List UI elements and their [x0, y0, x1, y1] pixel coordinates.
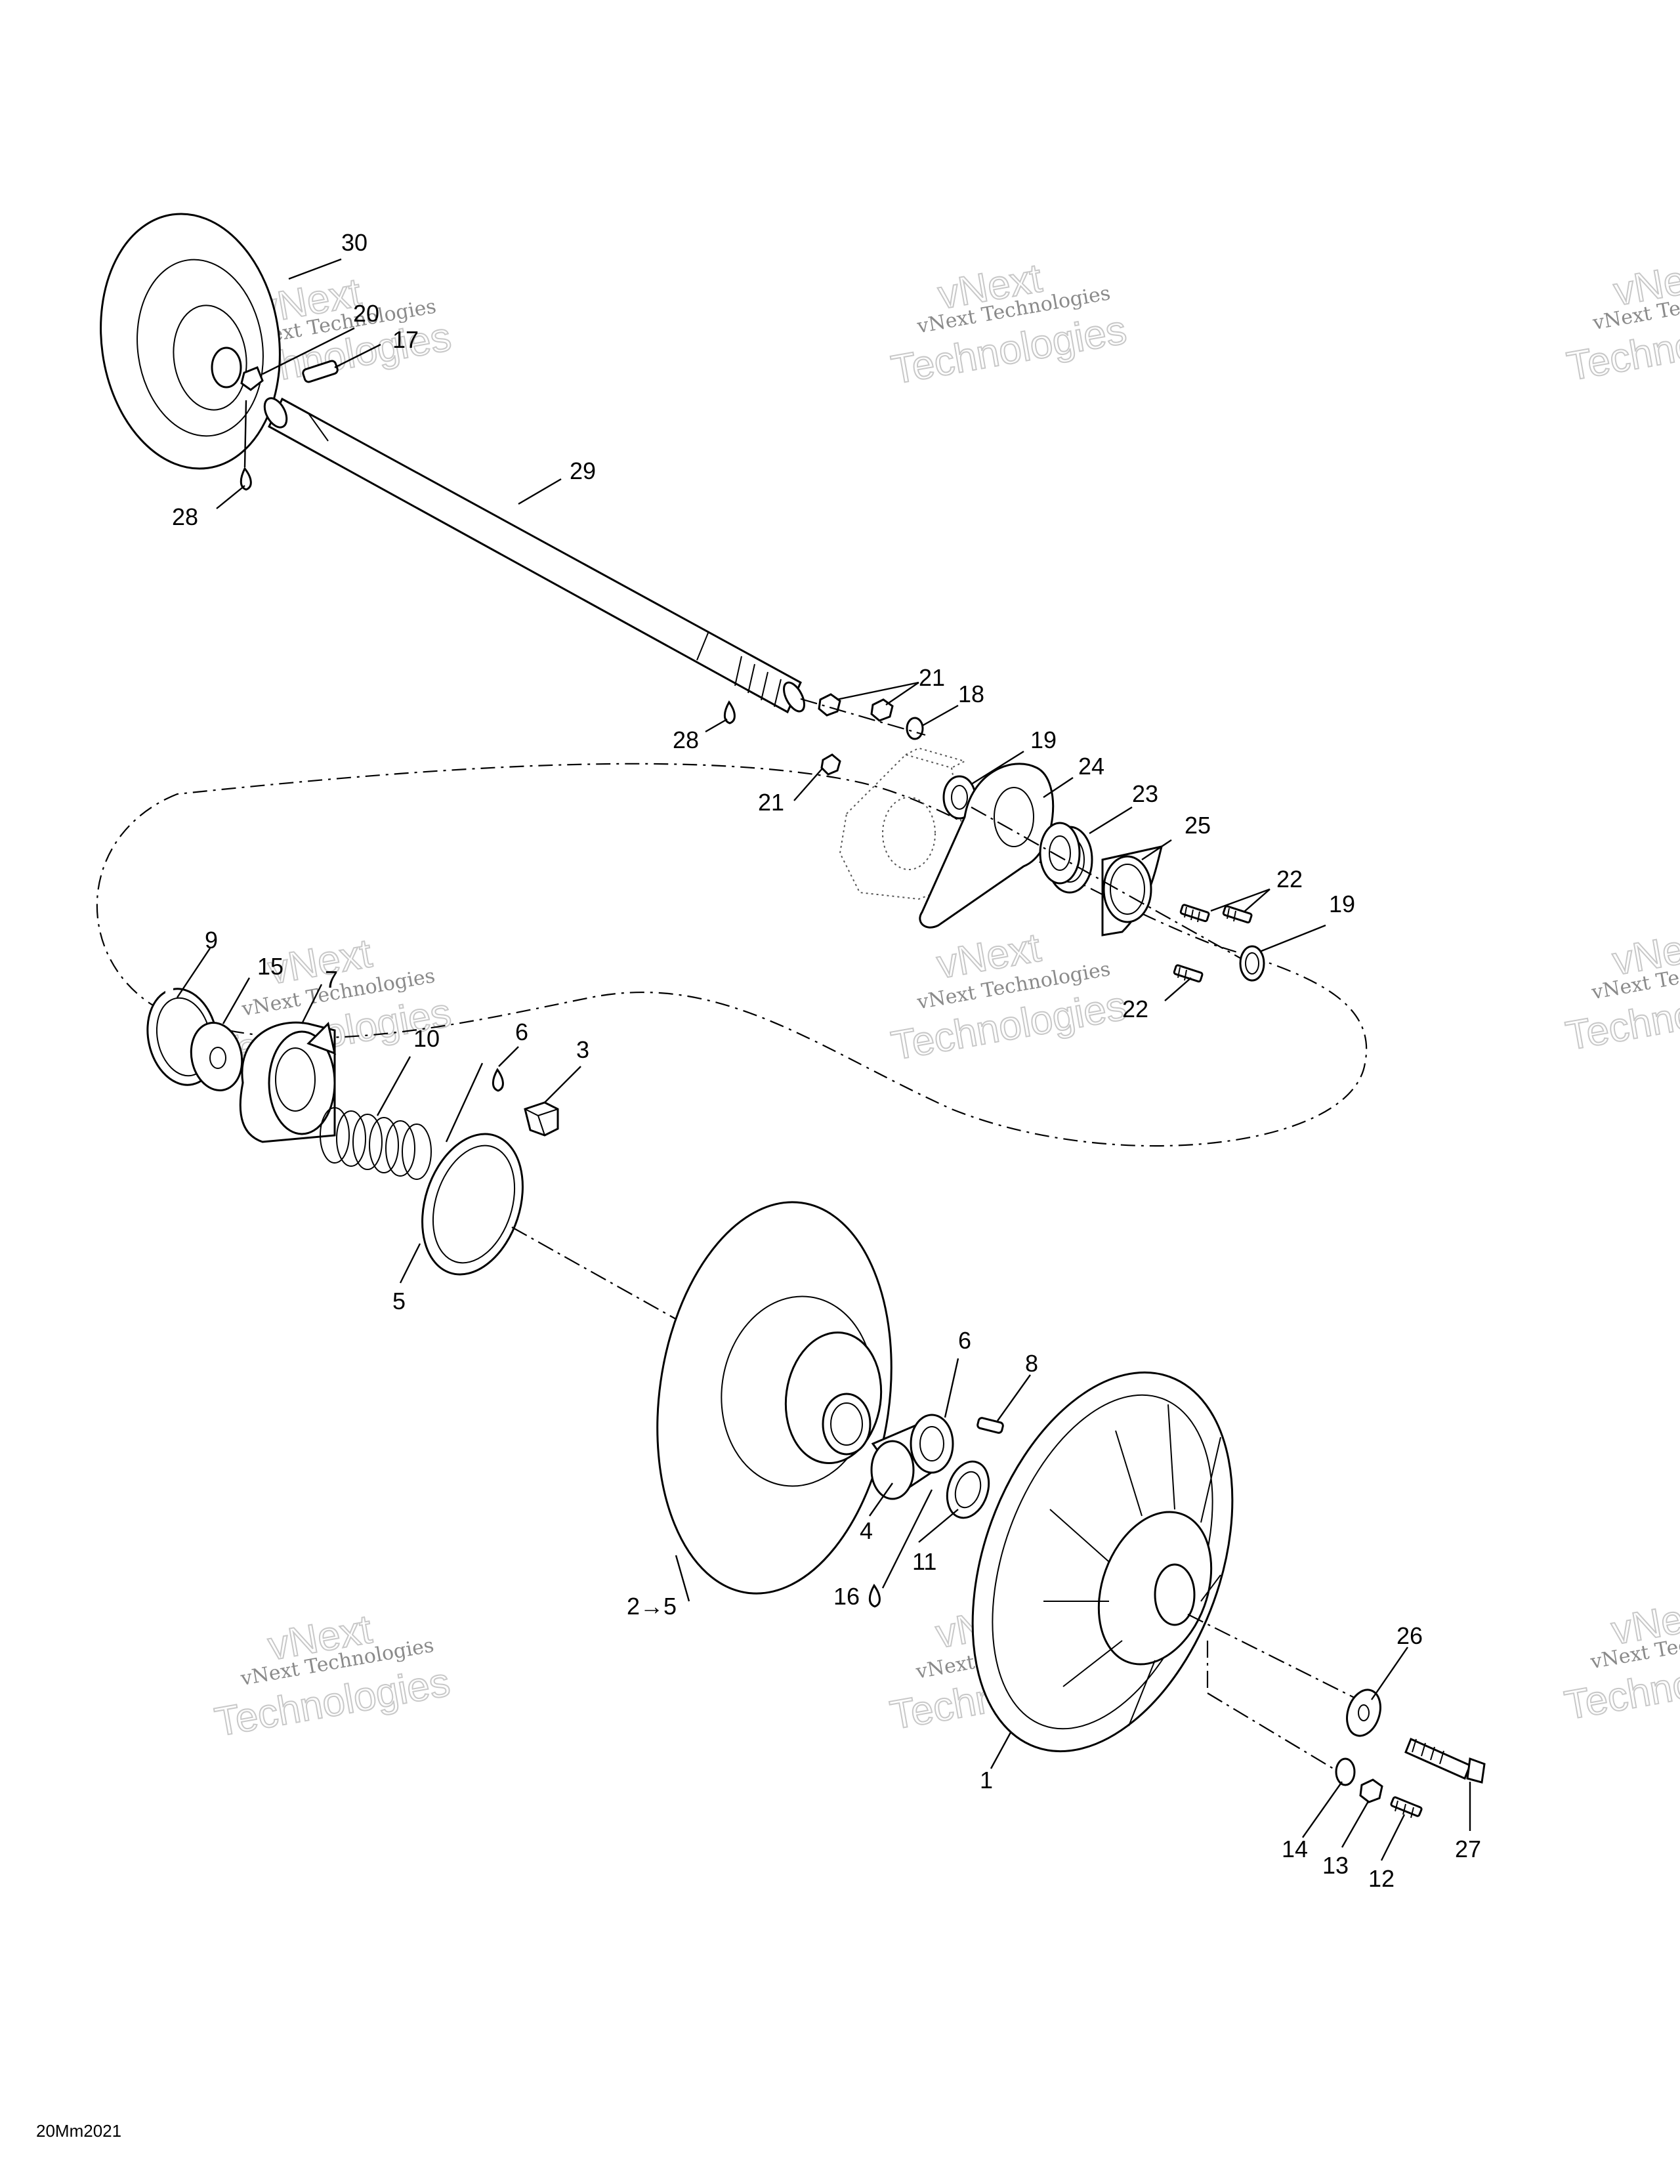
drive-belt-outline [96, 763, 1368, 1147]
callout-19-lower: 19 [1329, 891, 1355, 917]
callout-29: 29 [570, 457, 596, 484]
callout-21-lower: 21 [758, 789, 784, 816]
callout-labels: 30 20 17 29 28 21 18 28 21 19 24 23 25 2… [172, 229, 1481, 1892]
callout-24: 24 [1078, 753, 1104, 780]
washer-part-15 [190, 1022, 243, 1091]
spider-part-1 [971, 1371, 1234, 1753]
callout-30: 30 [341, 229, 368, 256]
callout-14: 14 [1282, 1836, 1308, 1862]
callout-28-lower: 28 [673, 726, 699, 753]
callout-8: 8 [1025, 1350, 1038, 1377]
bearing-flange-part-25 [1101, 845, 1164, 936]
callout-25: 25 [1185, 812, 1211, 839]
centerline-upper-a [800, 698, 926, 736]
bolt-part-22-b [1222, 905, 1253, 924]
callout-11: 11 [912, 1548, 936, 1575]
washer-part-11 [946, 1460, 990, 1519]
grease-part-6-upper [492, 1068, 504, 1092]
callout-5: 5 [392, 1288, 406, 1314]
callout-3: 3 [576, 1036, 589, 1063]
callout-2-to-5: 2→5 [627, 1593, 677, 1620]
callout-19-upper: 19 [1030, 726, 1057, 753]
callout-4: 4 [860, 1517, 873, 1544]
centerline-upper-b [971, 807, 1241, 959]
bolt-part-22-a [1179, 904, 1210, 923]
callout-13: 13 [1322, 1852, 1349, 1879]
screw-part-12 [1390, 1796, 1423, 1818]
pin-part-8 [976, 1417, 1004, 1434]
fixed-sheave-part-30 [100, 213, 281, 470]
callout-17: 17 [392, 326, 419, 353]
bolt-part-22-c [1173, 964, 1204, 983]
watermark: vNext vNext Technologies Technologies [211, 1606, 453, 1746]
grease-part-28-upper [240, 467, 252, 491]
nut-part-21-a [818, 693, 841, 717]
callout-22-upper: 22 [1276, 866, 1303, 892]
callout-21-upper: 21 [919, 664, 945, 691]
callout-1: 1 [980, 1767, 993, 1794]
watermark: vNext vNext Technologies Technologies [1561, 1590, 1680, 1729]
callout-10: 10 [413, 1025, 440, 1052]
callout-7: 7 [325, 966, 338, 993]
nut-part-21-c [820, 753, 841, 776]
bearing-plate-part-24 [919, 763, 1055, 929]
watermark: vNext vNext Technologies Technologies [1563, 251, 1680, 390]
bearing-part-23 [1039, 822, 1093, 894]
bushing-part-4 [870, 1414, 954, 1500]
callout-9: 9 [205, 927, 218, 954]
callout-6-upper: 6 [515, 1018, 528, 1045]
centerline-lower-c [1207, 1692, 1339, 1773]
set-screw-part-20 [240, 366, 264, 391]
grease-part-28-lower [723, 700, 736, 724]
drive-shaft-part-29 [263, 397, 805, 714]
watermark-group: vNext vNext Technologies Technologies vN… [211, 251, 1680, 1746]
mounting-bracket [839, 747, 973, 900]
grease-part-16 [868, 1584, 881, 1608]
callout-18: 18 [958, 681, 984, 707]
watermark: vNext vNext Technologies Technologies [1562, 921, 1680, 1060]
cam-part-7 [239, 1021, 337, 1143]
washer-part-19-lower [1239, 945, 1265, 982]
leader-lines [177, 258, 1471, 1861]
washer-part-26 [1346, 1689, 1381, 1737]
callout-27: 27 [1455, 1836, 1481, 1862]
callout-15: 15 [257, 953, 284, 980]
centerline-lower-a [1187, 1614, 1359, 1700]
watermark: vNext vNext Technologies Technologies [887, 255, 1130, 394]
callout-23: 23 [1132, 780, 1158, 807]
callout-22-lower: 22 [1122, 996, 1148, 1022]
callout-16: 16 [833, 1583, 860, 1610]
callout-6-lower: 6 [958, 1327, 971, 1354]
callout-20: 20 [353, 300, 379, 327]
callout-28-upper: 28 [172, 503, 198, 530]
watermark: vNext vNext Technologies Technologies [887, 924, 1130, 1069]
movable-sheave-part-2 [656, 1201, 892, 1595]
callout-12: 12 [1368, 1865, 1395, 1892]
bolt-part-27 [1404, 1737, 1486, 1784]
ring-part-5 [421, 1133, 524, 1276]
centerline-middle [511, 1227, 677, 1320]
callout-26: 26 [1396, 1622, 1423, 1649]
nut-part-13 [1359, 1778, 1383, 1803]
slider-button-part-3 [524, 1101, 559, 1137]
washer-part-14 [1335, 1757, 1356, 1786]
figure-code: 20Mm2021 [36, 2121, 121, 2141]
spring-part-10 [320, 1107, 432, 1180]
washer-part-18 [906, 717, 924, 740]
